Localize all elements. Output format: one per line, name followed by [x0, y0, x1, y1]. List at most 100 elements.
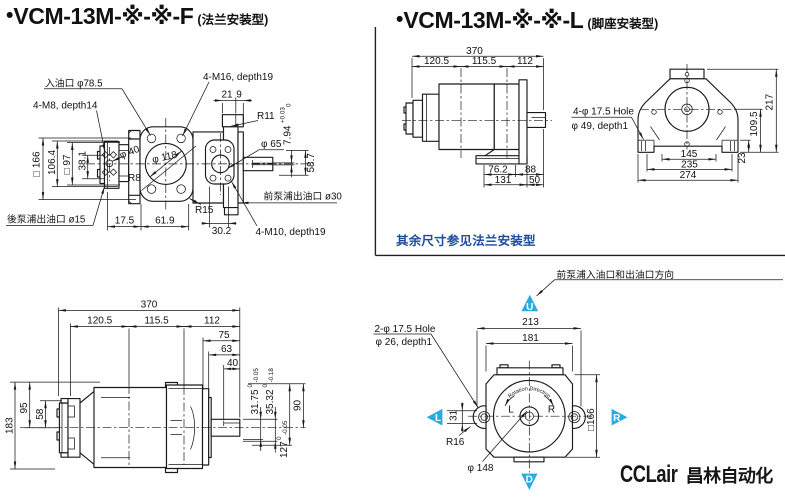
outline-shape — [484, 148, 495, 157]
svg-text:58.7: 58.7 — [306, 153, 317, 173]
svg-text:90: 90 — [292, 399, 303, 411]
front-face-dimensions — [373, 279, 783, 462]
label-foot-holes: 4-φ 17.5 Hole — [573, 107, 634, 118]
dimension-line — [227, 149, 260, 169]
dim-235: 235 — [681, 159, 698, 170]
dimension-line — [482, 410, 528, 462]
front-face-outline — [468, 360, 592, 473]
foot-title-type: (脚座安装型) — [587, 13, 659, 32]
svg-text:-0.18: -0.18 — [268, 368, 275, 383]
dimension-line — [182, 81, 210, 137]
svg-text:183: 183 — [4, 417, 15, 434]
svg-text:38.1: 38.1 — [78, 151, 89, 171]
svg-text:35.32: 35.32 — [265, 389, 276, 414]
outline-shape — [223, 207, 239, 216]
label-front-outlet: 前泵浦出油口 ø30 — [264, 189, 343, 203]
dimension-line — [101, 151, 110, 159]
label-rear-outlet: 後泵浦出油口 ø15 — [7, 212, 86, 226]
dim-3532: 35.32 0 -0.18 — [262, 368, 276, 415]
foot-side-view: 370 120.5 115.5 112 76.2 88 131 50 — [402, 46, 779, 188]
label-rot-l: L — [508, 404, 514, 415]
svg-text:□ 97: □ 97 — [62, 154, 73, 174]
foot-view-dimensions — [411, 55, 544, 188]
foot-view-pump-outline — [403, 79, 547, 165]
label-front-bolts: 4-M10, depth19 — [256, 227, 326, 238]
outline-shape — [128, 129, 141, 205]
foot-front-dimensions — [571, 68, 779, 183]
dim-95: 95 — [19, 402, 30, 414]
dim-1155-shaft: 115.5 — [144, 316, 169, 327]
svg-text:-0.05: -0.05 — [253, 368, 260, 383]
outline-shape — [496, 367, 564, 376]
svg-text:109.5: 109.5 — [749, 111, 760, 136]
label-r15: R15 — [195, 205, 214, 216]
svg-text:0: 0 — [262, 384, 269, 388]
dim-794: 7.94 +0.03 0 — [280, 103, 294, 145]
flange-view-dimensions — [6, 81, 337, 231]
outline-shape — [221, 114, 244, 128]
svg-text:0: 0 — [286, 103, 293, 107]
dim-145: 145 — [681, 149, 698, 160]
svg-text:0: 0 — [276, 436, 283, 440]
dimension-line — [146, 133, 157, 144]
dim-302: 30.2 — [212, 226, 232, 237]
dimension-line — [176, 133, 186, 144]
outline-shape — [237, 131, 244, 204]
direction-arrows: U L R D — [426, 294, 628, 490]
outline-shape — [472, 405, 487, 429]
svg-text:106.4: 106.4 — [47, 150, 58, 175]
svg-text:127: 127 — [279, 441, 290, 458]
dimension-line — [536, 279, 555, 297]
svg-text:58: 58 — [35, 408, 46, 420]
dimension-line — [67, 437, 75, 450]
dimension-line — [121, 88, 151, 136]
dimension-line — [128, 130, 132, 204]
svg-text:0: 0 — [247, 384, 254, 388]
svg-text:31: 31 — [449, 409, 460, 421]
shaft-view-dim-labels: 370 120.5 115.5 112 75 63 40 183 95 58 3… — [4, 299, 303, 458]
dim-370-foot: 370 — [466, 46, 483, 57]
foot-title-bullet: • — [396, 8, 404, 31]
svg-text:-0.05: -0.05 — [282, 420, 289, 435]
dimension-line — [430, 333, 479, 408]
outline-shape — [412, 99, 424, 138]
dim-175: 17.5 — [115, 215, 135, 226]
dim-112-shaft: 112 — [204, 316, 220, 327]
outline-shape — [99, 145, 106, 185]
dim-213: 213 — [522, 317, 539, 328]
dim-90: 90 — [292, 399, 303, 411]
outline-shape — [518, 79, 528, 165]
dimension-line — [96, 110, 106, 153]
right-arrow-icon — [611, 408, 628, 426]
outline-shape — [405, 102, 414, 135]
svg-text:217: 217 — [765, 93, 776, 110]
dimension-line — [176, 184, 186, 194]
dim-75: 75 — [218, 330, 230, 341]
foot-front-outline — [637, 64, 739, 153]
dim-50: 50 — [529, 175, 541, 186]
foot-view-centerlines — [402, 68, 552, 158]
dimension-line — [543, 395, 554, 407]
dim-183: 183 — [4, 417, 15, 434]
front-face-view: 前泵浦入油口和出油口方向 213 181 2-φ 17.5 Hole φ 26,… — [373, 267, 783, 490]
label-face-dia: φ 148 — [468, 463, 494, 474]
flange-title-type: (法兰安装型) — [197, 9, 269, 28]
flange-title-bullet: • — [6, 4, 14, 27]
outline-shape — [571, 405, 586, 429]
svg-text:□ 166: □ 166 — [32, 151, 43, 177]
dim-166-face: □166 — [586, 408, 597, 431]
down-arrow-icon — [521, 473, 538, 490]
up-arrow-label: U — [526, 302, 533, 313]
dimension-line — [480, 413, 488, 421]
dim-97: □ 97 — [62, 154, 73, 174]
foot-title-model: VCM-13M-※-※-L — [403, 7, 584, 33]
dimension-line — [92, 186, 105, 226]
dimension-line — [631, 117, 644, 140]
label-inlet-port: 入油口 φ78.5 — [45, 76, 103, 90]
dim-1095: 109.5 — [749, 111, 760, 136]
dimension-line — [165, 150, 182, 165]
dim-217: 217 — [765, 93, 776, 110]
dimension-line — [149, 163, 167, 178]
dimension-line — [570, 413, 578, 421]
